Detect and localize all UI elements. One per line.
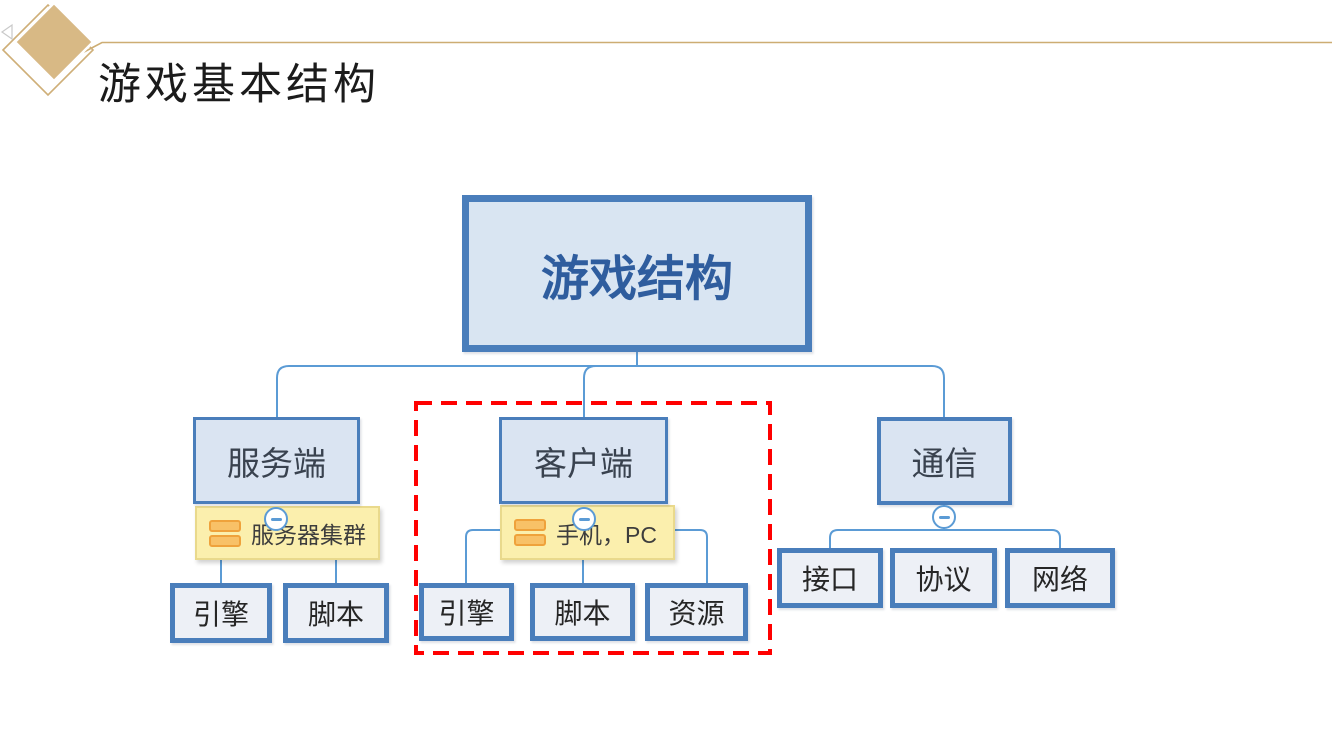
leaf-box-label: 资源 <box>668 598 725 629</box>
page-title: 游戏基本结构 <box>98 61 380 109</box>
leaf-box-protocol: 协议 <box>890 548 997 608</box>
slide-decoration <box>0 1 1332 97</box>
header-line <box>83 41 1332 53</box>
leaf-box-interface: 接口 <box>777 548 883 608</box>
branch-box-client: 客户端 <box>499 417 668 504</box>
branch-box-communication: 通信 <box>877 417 1012 505</box>
note-label: 手机，PC <box>556 521 657 548</box>
leaf-box-network: 网络 <box>1005 548 1115 608</box>
leaf-box-client-engine: 引擎 <box>419 583 514 641</box>
branch-box-label: 客户端 <box>534 444 633 482</box>
note-mobile-pc: 手机，PC <box>500 505 675 560</box>
org-chart-connectors <box>220 352 1061 583</box>
leaf-box-label: 接口 <box>801 564 858 595</box>
root-box-game-structure: 游戏结构 <box>462 195 812 352</box>
collapse-minus-icon[interactable] <box>932 505 956 529</box>
list-icon <box>514 519 546 546</box>
leaf-box-label: 脚本 <box>554 598 611 629</box>
leaf-box-label: 引擎 <box>438 598 495 629</box>
leaf-box-server-script: 脚本 <box>283 583 389 643</box>
note-server-cluster: 服务器集群 <box>195 506 380 560</box>
root-box-label: 游戏结构 <box>540 252 733 306</box>
outline-diamond-icon <box>1 3 95 97</box>
leaf-box-label: 脚本 <box>307 599 364 630</box>
leaf-box-label: 协议 <box>915 564 972 595</box>
leaf-box-server-engine: 引擎 <box>170 583 272 643</box>
small-triangle-icon <box>0 23 13 41</box>
list-icon <box>209 519 241 547</box>
leaf-box-client-script: 脚本 <box>530 583 635 641</box>
leaf-box-label: 引擎 <box>192 599 249 630</box>
branch-box-server: 服务端 <box>193 417 360 504</box>
highlight-dashed-border <box>414 401 772 655</box>
gold-diamond-icon <box>13 1 95 83</box>
leaf-box-client-resource: 资源 <box>645 583 748 641</box>
leaf-box-label: 网络 <box>1031 564 1088 595</box>
collapse-minus-icon[interactable] <box>572 507 596 531</box>
branch-box-label: 服务端 <box>227 444 326 482</box>
branch-box-label: 通信 <box>911 445 978 482</box>
collapse-minus-icon[interactable] <box>264 507 288 531</box>
